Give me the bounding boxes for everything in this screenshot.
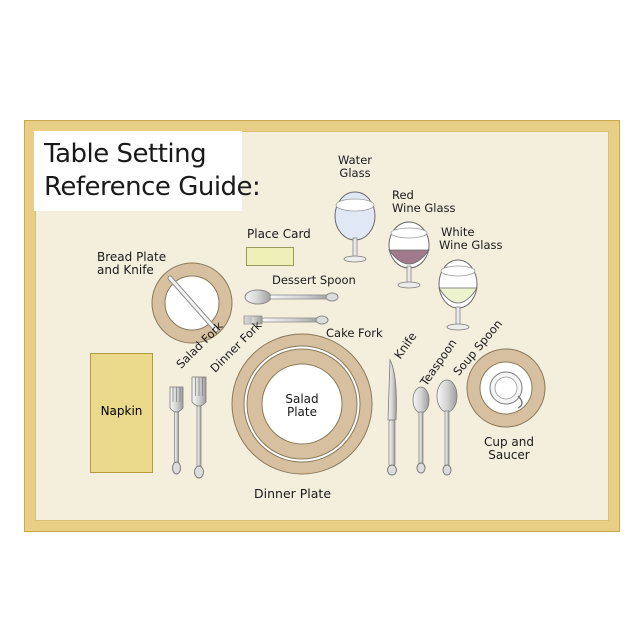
dessert-spoon-label: Dessert Spoon [272,273,356,287]
salad-plate-label: Salad Plate [276,393,328,419]
salad-plate-label-line2: Plate [286,405,317,419]
water-glass-label: Water Glass [336,154,374,180]
dinner-plate-label: Dinner Plate [254,486,332,501]
napkin: Napkin [90,353,153,473]
water-glass [334,191,376,263]
cake-fork-label: Cake Fork [326,326,383,340]
bread-plate [151,262,233,344]
dinner-fork [191,376,207,479]
teaspoon [412,386,430,474]
salad-plate [246,348,358,460]
white-wine-glass-label-line2: Wine Glass [439,238,503,252]
title-line-2: Reference Guide: [44,172,261,202]
white-wine-glass-label: White Wine Glass [439,226,502,252]
salad-plate-label-line1: Salad [285,392,319,406]
water-glass-label-line1: Water [338,153,372,167]
white-wine-glass-label-line1: White [441,225,475,239]
water-glass-label-line2: Glass [339,166,371,180]
red-wine-glass [388,221,430,289]
place-card-label: Place Card [247,227,311,241]
red-wine-glass-label-line1: Red [392,188,414,202]
red-wine-glass-label: Red Wine Glass [392,189,455,215]
red-wine-glass-label-line2: Wine Glass [392,201,456,215]
cake-fork [243,315,329,325]
knife [387,358,397,476]
bread-plate-label-line2: and Knife [97,263,154,277]
cup-saucer-label: Cup and Saucer [480,436,538,462]
bread-plate-label: Bread Plate and Knife [97,251,166,277]
cup-and-saucer [466,348,546,428]
white-wine-glass [438,259,478,331]
place-card [246,247,294,266]
salad-fork [169,386,184,475]
title-line-1: Table Setting [44,139,207,169]
bread-plate-label-line1: Bread Plate [97,250,167,264]
soup-spoon [436,379,458,476]
dessert-spoon [244,289,339,305]
cup-saucer-label-line2: Saucer [488,448,530,462]
cup-saucer-label-line1: Cup and [484,435,534,449]
napkin-label: Napkin [100,404,143,418]
title-box [34,131,242,211]
